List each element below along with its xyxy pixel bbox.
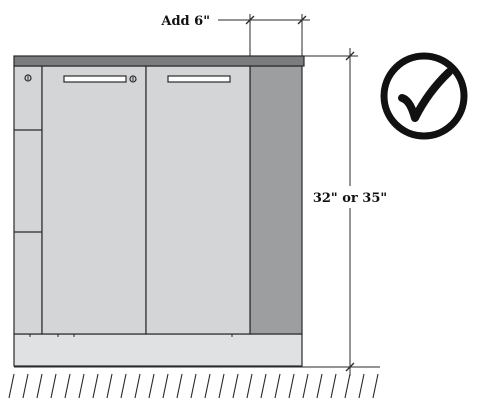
cabinet-door-left: [41, 65, 147, 335]
door-handle: [167, 75, 231, 83]
lock-icon: [24, 74, 32, 82]
drawer-stack: [13, 65, 43, 335]
cabinet-door-right: [145, 65, 251, 335]
ground-hatching: [8, 366, 380, 399]
checkmark-icon: [380, 52, 468, 140]
width-dimension-label: Add 6": [160, 14, 210, 29]
height-dimension: [304, 48, 358, 376]
height-dimension-label: 32" or 35": [313, 191, 387, 206]
lock-icon: [129, 75, 137, 83]
door-handle: [63, 75, 127, 83]
width-dimension: [218, 14, 310, 56]
countertop: [13, 55, 305, 67]
side-extension-panel: [249, 65, 303, 335]
toe-kick-base: [13, 333, 303, 367]
base-details: [29, 334, 233, 337]
